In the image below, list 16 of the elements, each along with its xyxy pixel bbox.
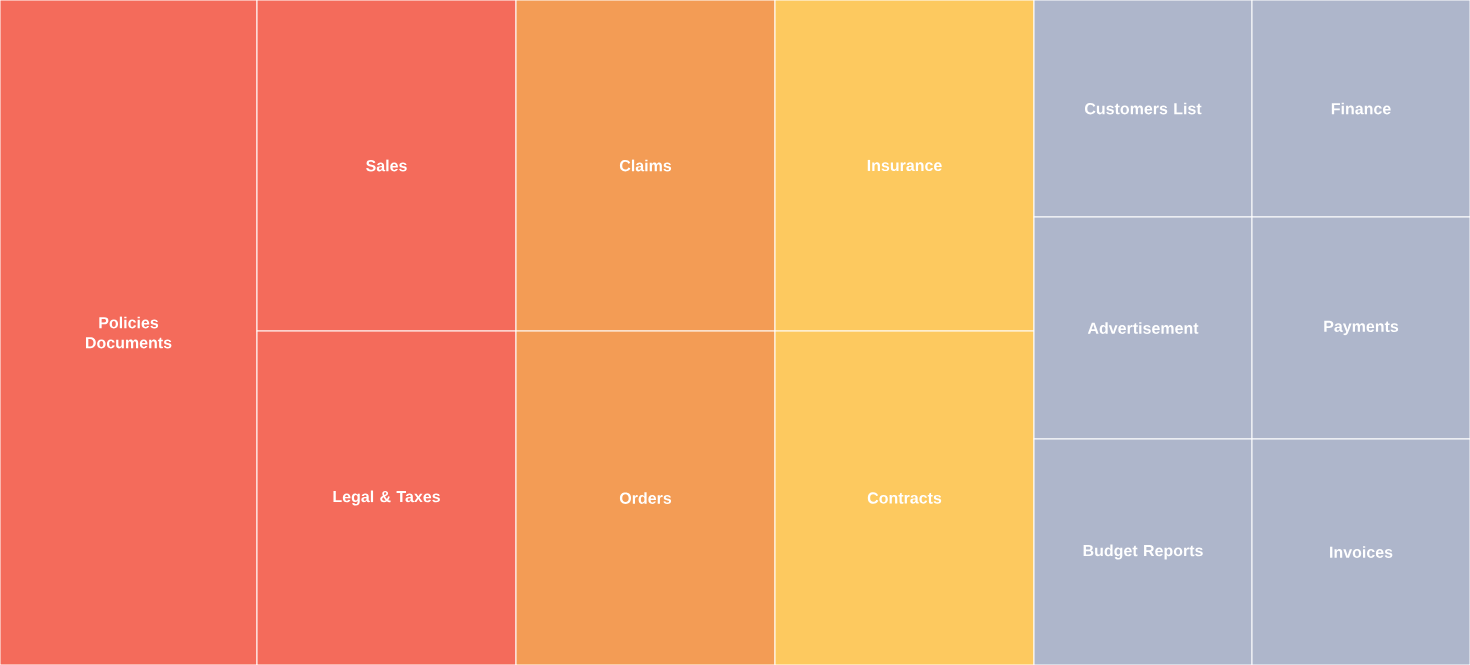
node-label: Budget Reports [1083,544,1203,560]
treemap-cell: Contracts [774,330,1035,665]
treemap-cell: Insurance [774,0,1035,332]
treemap-cell: Budget Reports [1033,438,1253,665]
treemap-cell: Claims [515,0,776,332]
node-label: Finance [1331,102,1391,115]
treemap-cell: Legal & Taxes [256,330,517,665]
treemap-cell: Payments [1251,216,1470,440]
treemap-cell: Finance [1251,0,1470,218]
treemap-cell: Orders [515,330,776,665]
treemap-cell: Sales [256,0,517,332]
treemap-cell: Invoices [1251,438,1470,665]
node-label: Payments [1324,320,1399,336]
treemap-cell: Policies Documents [0,0,258,665]
treemap-cell: Advertisement [1033,216,1253,440]
treemap-cell: Customers List [1033,0,1253,218]
